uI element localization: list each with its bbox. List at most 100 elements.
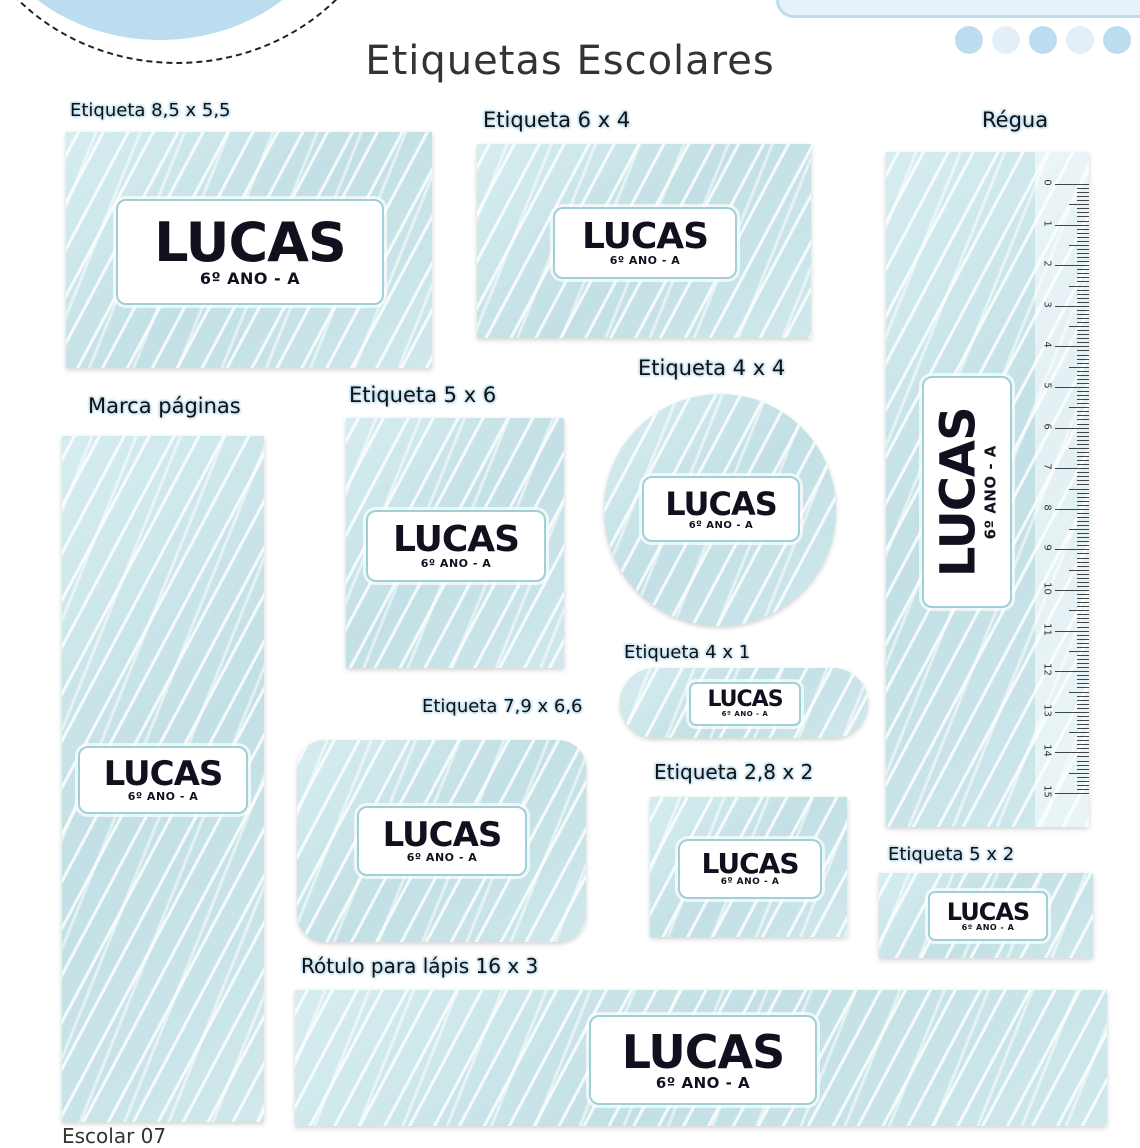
label-title-6x4: Etiqueta 6 x 4 — [483, 108, 631, 132]
ruler-tick — [1069, 285, 1089, 287]
nameplate: LUCAS 6º ANO - A — [553, 207, 737, 279]
ruler-number: 6 — [1041, 422, 1053, 430]
ruler-tick — [1055, 671, 1089, 673]
ruler-number: 10 — [1041, 582, 1053, 595]
ruler-tick — [1069, 407, 1089, 409]
ruler-tick — [1077, 220, 1089, 222]
ruler-tick — [1077, 683, 1089, 685]
label-card-6x4[interactable]: LUCAS 6º ANO - A — [477, 144, 811, 338]
ruler-tick — [1077, 606, 1089, 608]
student-name: LUCAS — [701, 847, 800, 881]
student-name: LUCAS — [103, 753, 224, 794]
ruler-tick — [1077, 740, 1089, 742]
nameplate: LUCAS 6º ANO - A — [678, 839, 822, 899]
footer-text: Escolar 07 — [62, 1124, 167, 1148]
ruler-tick — [1077, 334, 1089, 336]
ruler-tick — [1077, 581, 1089, 583]
ruler-tick — [1077, 703, 1089, 705]
ruler-tick — [1077, 598, 1089, 600]
ruler-tick — [1077, 602, 1089, 604]
nameplate: LUCAS 6º ANO - A — [116, 199, 384, 305]
pencil-label-card[interactable]: LUCAS 6º ANO - A — [295, 990, 1107, 1126]
ruler-tick — [1077, 443, 1089, 445]
ruler-tick — [1077, 541, 1089, 543]
ruler-tick — [1069, 244, 1089, 246]
ruler-tick — [1077, 675, 1089, 677]
ruler-tick — [1055, 305, 1089, 307]
ruler-tick — [1077, 472, 1089, 474]
ruler-tick — [1077, 382, 1089, 384]
ruler-tick — [1069, 447, 1089, 449]
student-name: LUCAS — [665, 484, 778, 523]
ruler-tick — [1077, 520, 1089, 522]
label-card-4x1-pill[interactable]: LUCAS 6º ANO - A — [620, 668, 868, 738]
ruler-tick — [1077, 719, 1089, 721]
ruler-number: 1 — [1041, 219, 1053, 227]
ruler-tick — [1077, 370, 1089, 372]
ruler-tick — [1077, 764, 1089, 766]
ruler-tick — [1077, 395, 1089, 397]
nameplate: LUCAS 6º ANO - A — [78, 746, 248, 814]
ruler-number: 8 — [1041, 504, 1053, 511]
nameplate: LUCAS 6º ANO - A — [642, 476, 800, 542]
student-name: LUCAS — [930, 407, 987, 577]
ruler-tick — [1077, 776, 1089, 778]
ruler-tick — [1055, 549, 1089, 551]
label-card-2-8x2[interactable]: LUCAS 6º ANO - A — [650, 797, 847, 937]
student-name: LUCAS — [707, 687, 783, 713]
student-class: 6º ANO - A — [609, 253, 681, 267]
ruler-number: 11 — [1041, 622, 1053, 636]
ruler-number: 12 — [1041, 663, 1053, 677]
ruler-tick — [1055, 752, 1089, 754]
ruler-tick — [1077, 573, 1089, 575]
label-title-4x4: Etiqueta 4 x 4 — [638, 356, 786, 380]
nameplate: LUCAS 6º ANO - A — [689, 682, 801, 726]
ruler-tick — [1077, 228, 1089, 230]
student-class: 6º ANO - A — [981, 444, 1000, 540]
ruler-tick — [1077, 257, 1089, 259]
bookmark-card[interactable]: LUCAS 6º ANO - A — [62, 436, 264, 1122]
ruler-tick — [1077, 695, 1089, 697]
ruler-tick — [1077, 557, 1089, 559]
page-title: Etiquetas Escolares — [365, 38, 775, 84]
ruler-tick — [1055, 265, 1089, 267]
label-card-4x4-circle[interactable]: LUCAS 6º ANO - A — [604, 394, 836, 626]
ruler-tick — [1077, 626, 1089, 628]
ruler-tick — [1077, 512, 1089, 514]
ruler-tick — [1077, 500, 1089, 502]
ruler-tick — [1077, 663, 1089, 665]
ruler-tick — [1077, 293, 1089, 295]
ruler-tick — [1069, 366, 1089, 368]
ruler-number: 2 — [1041, 260, 1053, 267]
ruler-tick — [1077, 431, 1089, 433]
ruler-tick — [1077, 553, 1089, 555]
ruler-tick — [1077, 322, 1089, 324]
ruler-tick — [1077, 212, 1089, 214]
ruler-tick — [1077, 273, 1089, 275]
ruler-tick — [1077, 659, 1089, 661]
ruler-tick — [1069, 326, 1089, 328]
student-name: LUCAS — [621, 1024, 786, 1079]
ruler-tick — [1077, 236, 1089, 238]
student-name: LUCAS — [382, 814, 503, 855]
ruler-number: 0 — [1041, 179, 1053, 186]
ruler-tick — [1077, 354, 1089, 356]
label-card-7-9x6-6[interactable]: LUCAS 6º ANO - A — [297, 740, 586, 942]
label-card-5x2[interactable]: LUCAS 6º ANO - A — [879, 873, 1093, 958]
ruler-tick — [1077, 614, 1089, 616]
ruler-number: 13 — [1041, 703, 1053, 717]
ruler-tick — [1077, 313, 1089, 315]
label-card-8-5x5-5[interactable]: LUCAS 6º ANO - A — [66, 132, 432, 368]
student-name: LUCAS — [154, 211, 347, 275]
ruler-tick — [1077, 496, 1089, 498]
ruler-tick — [1077, 707, 1089, 709]
nameplate: LUCAS 6º ANO - A — [928, 891, 1048, 941]
ruler-tick — [1055, 224, 1089, 226]
ruler-tick — [1055, 508, 1089, 510]
label-title-5x2: Etiqueta 5 x 2 — [888, 844, 1015, 865]
nameplate: LUCAS 6º ANO - A — [589, 1015, 817, 1105]
ruler-tick — [1077, 634, 1089, 636]
label-card-5x6[interactable]: LUCAS 6º ANO - A — [346, 418, 564, 668]
ruler-tick — [1077, 403, 1089, 405]
